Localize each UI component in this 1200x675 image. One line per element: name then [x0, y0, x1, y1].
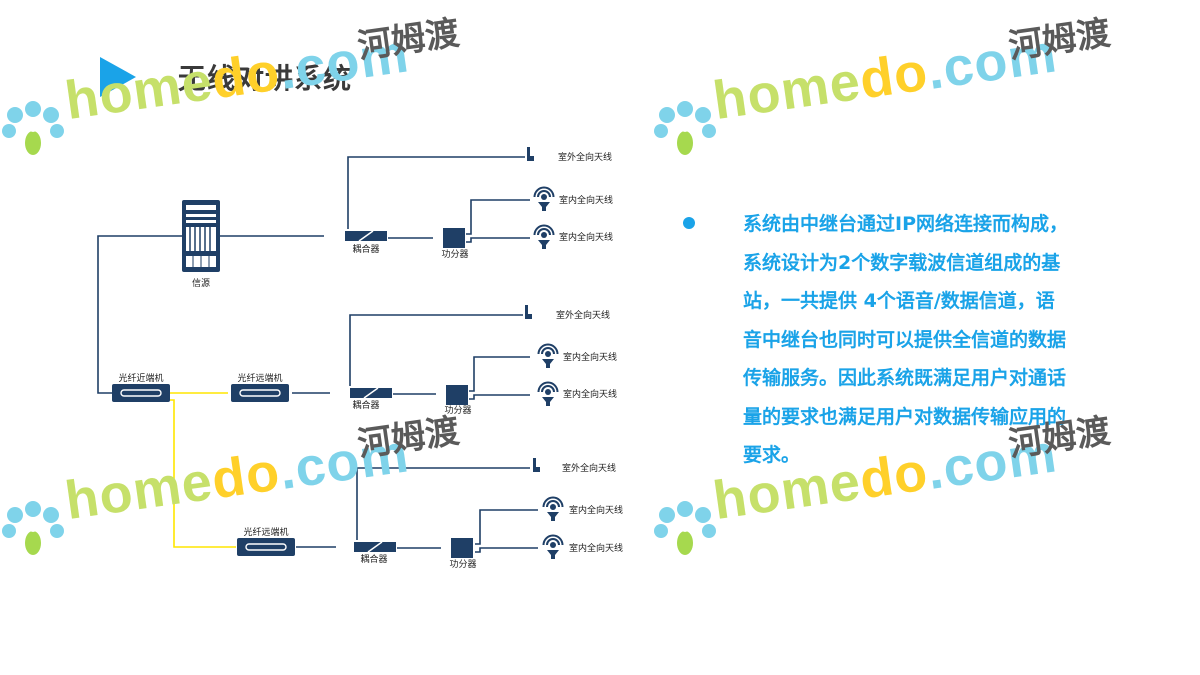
- outdoor-antenna-icon: [527, 147, 534, 161]
- outdoor-antenna-icon: [525, 305, 532, 319]
- coupler-label: 耦合器: [360, 553, 387, 565]
- splitter-label: 功分器: [444, 405, 471, 416]
- splitter-label: 功分器: [449, 559, 476, 570]
- page-title: 无线对讲系统: [178, 62, 353, 95]
- outdoor-antenna-label: 室外全向天线: [558, 151, 612, 163]
- fiber-remote-end-label: 光纤远端机: [243, 526, 288, 538]
- outdoor-antenna-label: 室外全向天线: [556, 309, 610, 321]
- splitter-icon: [451, 538, 473, 558]
- indoor-antenna-label: 室内全向天线: [569, 504, 623, 516]
- indoor-antenna-label: 室内全向天线: [563, 351, 617, 363]
- indoor-antenna-icon: [537, 343, 559, 369]
- outdoor-antenna-label: 室外全向天线: [562, 462, 616, 474]
- fiber-remote-end-label: 光纤远端机: [237, 372, 282, 384]
- fiber-near-end-icon: [111, 383, 171, 403]
- outdoor-antenna-icon: [533, 458, 540, 472]
- bullet-icon: [683, 217, 695, 229]
- splitter-label: 功分器: [441, 249, 468, 260]
- description-text: 系统由中继台通过IP网络连接而构成，系统设计为2个数字载波信道组成的基站，一共提…: [743, 213, 1068, 466]
- indoor-antenna-label: 室内全向天线: [559, 231, 613, 243]
- indoor-antenna-label: 室内全向天线: [569, 542, 623, 554]
- splitter-icon: [443, 228, 465, 248]
- description-block: 系统由中继台通过IP网络连接而构成，系统设计为2个数字载波信道组成的基站，一共提…: [683, 205, 1073, 475]
- indoor-antenna-label: 室内全向天线: [559, 194, 613, 206]
- feeder-lines: [97, 156, 538, 553]
- indoor-antenna-icon: [542, 534, 564, 560]
- indoor-antenna-icon: [537, 381, 559, 407]
- title-block: 无线对讲系统: [100, 55, 352, 99]
- coupler-icon: [344, 230, 388, 242]
- indoor-antenna-icon: [533, 224, 555, 250]
- indoor-antenna-icon: [533, 186, 555, 212]
- title-triangle-icon: [100, 57, 136, 97]
- fiber-lines: [170, 392, 236, 548]
- signal-source-icon: [182, 200, 220, 272]
- coupler-label: 耦合器: [352, 243, 379, 255]
- fiber-remote-end-icon: [230, 383, 290, 403]
- coupler-label: 耦合器: [352, 399, 379, 411]
- splitter-icon: [446, 385, 468, 405]
- fiber-near-end-label: 光纤近端机: [118, 372, 163, 384]
- indoor-antenna-icon: [542, 496, 564, 522]
- signal-source-label: 信源: [192, 277, 210, 289]
- indoor-antenna-label: 室内全向天线: [563, 388, 617, 400]
- coupler-icon: [349, 387, 393, 399]
- coupler-icon: [353, 541, 397, 553]
- fiber-remote-end-icon: [236, 537, 296, 557]
